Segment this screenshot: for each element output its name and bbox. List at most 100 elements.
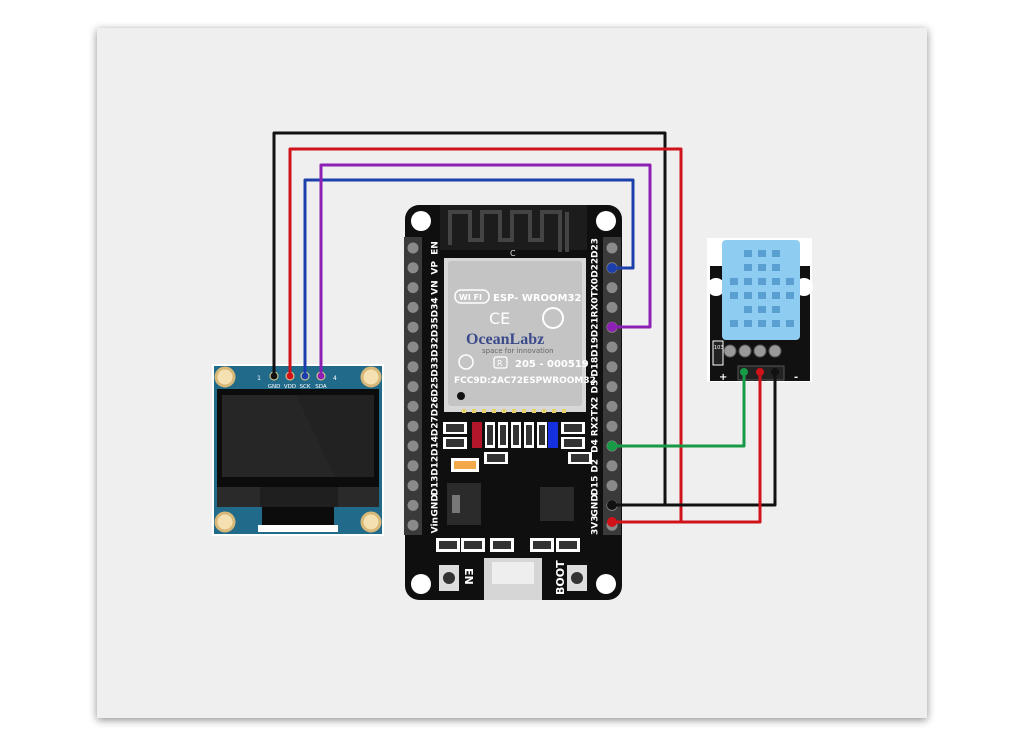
pin-label-left: D13 xyxy=(431,476,441,496)
dht-plus-label: + xyxy=(719,372,727,383)
dht-header-pin[interactable] xyxy=(738,344,752,358)
dht-header-pin[interactable] xyxy=(753,344,767,358)
dht-header-pin[interactable] xyxy=(723,344,737,358)
pin-label-right: TX2 xyxy=(591,397,601,416)
pin-right-tx0[interactable] xyxy=(606,282,618,294)
pin-label-right: 3V3 xyxy=(591,515,601,535)
pin-left-d25[interactable] xyxy=(407,381,419,393)
oled-pin-1-mark: 1 xyxy=(257,375,261,382)
esp32-board: C WI FI ESP- WROOM32 CE OceanLabz space … xyxy=(404,205,622,600)
dht-wire-end xyxy=(740,368,748,376)
registered-mark: R xyxy=(497,359,503,368)
pin-label-right: D22 xyxy=(591,258,601,278)
pin-label-right: RX0 xyxy=(591,297,601,317)
wire-dht-vcc-to-esp-3v3 xyxy=(610,370,762,524)
pin-label-right: TX0 xyxy=(591,278,601,297)
ce-mark: CE xyxy=(489,309,510,328)
fcc-id: FCC9D:2AC72ESPWROOM32 xyxy=(454,376,596,386)
usb-uart-chip xyxy=(540,487,574,521)
esp-wire-end xyxy=(607,500,617,510)
pin-label-left: D32 xyxy=(431,337,441,357)
pin-label-left: D33 xyxy=(431,357,441,377)
pin-label-right: D15 xyxy=(591,476,601,496)
pin-label-right: D21 xyxy=(591,317,601,337)
pin-label-left: D26 xyxy=(431,396,441,416)
pin-left-d12[interactable] xyxy=(407,460,419,472)
pin-right-tx2[interactable] xyxy=(606,400,618,412)
oled-pin-4-mark: 4 xyxy=(333,375,337,382)
pin-label-left: D35 xyxy=(431,317,441,337)
pin-left-vp[interactable] xyxy=(407,262,419,274)
wifi-logo-icon xyxy=(454,289,490,304)
pin-label-left: Vin xyxy=(431,517,441,533)
dht-header-pin[interactable] xyxy=(768,344,782,358)
pin-right-d19[interactable] xyxy=(606,341,618,353)
pin-label-right: D23 xyxy=(591,238,601,258)
en-button[interactable] xyxy=(439,565,459,591)
pin-left-d26[interactable] xyxy=(407,400,419,412)
espressif-logo-icon xyxy=(542,307,564,329)
pin-label-right: D18 xyxy=(591,357,601,377)
smd-components xyxy=(436,422,592,552)
pin-left-gnd[interactable] xyxy=(407,499,419,511)
pin-right-d5[interactable] xyxy=(606,381,618,393)
dht-wire-end xyxy=(756,368,764,376)
pin-left-en[interactable] xyxy=(407,242,419,254)
oled-pin-label: GND xyxy=(268,384,281,390)
pin-right-d2[interactable] xyxy=(606,460,618,472)
pin-left-d35[interactable] xyxy=(407,321,419,333)
pin-label-left: D14 xyxy=(431,436,441,456)
pin-label-right: RX2 xyxy=(591,416,601,436)
en-label: EN xyxy=(462,568,475,585)
dht-sensor-housing xyxy=(722,240,800,340)
pin-label-left: D25 xyxy=(431,377,441,397)
pin-left-d14[interactable] xyxy=(407,440,419,452)
brand-tagline: space for innovation xyxy=(482,347,554,355)
dht-minus-label: - xyxy=(794,372,798,383)
antenna-mark: C xyxy=(510,249,516,258)
wire-dht-data-to-esp-d4 xyxy=(610,370,746,448)
pin-label-right: D5 xyxy=(591,380,601,394)
pin-left-d32[interactable] xyxy=(407,341,419,353)
wire-oled-sda-to-esp-d21 xyxy=(319,163,652,378)
esp-wire-end xyxy=(607,517,617,527)
dht11-sensor-module: 103 + - xyxy=(707,238,813,383)
resistor-label: 103 xyxy=(714,345,724,351)
pin-label-right: D4 xyxy=(591,439,601,453)
wifi-logo-text: WI FI xyxy=(459,293,482,302)
boot-button[interactable] xyxy=(567,565,587,591)
pin-left-d33[interactable] xyxy=(407,361,419,373)
pin-left-vn[interactable] xyxy=(407,282,419,294)
pin-label-left: GND xyxy=(431,494,441,516)
oled-pin-label: VDD xyxy=(284,384,296,390)
pin-right-d18[interactable] xyxy=(606,361,618,373)
antenna-trace-icon xyxy=(448,210,569,252)
dht-wire-end xyxy=(771,368,779,376)
pin-right-d15[interactable] xyxy=(606,480,618,492)
wire-oled-sck-to-esp-d22 xyxy=(303,178,635,378)
esp-wire-end xyxy=(607,263,617,273)
brand-watermark: OceanLabz xyxy=(466,331,544,348)
pin-right-rx2[interactable] xyxy=(606,420,618,432)
pin-label-left: D12 xyxy=(431,456,441,476)
pin-label-left: D27 xyxy=(431,416,441,436)
wires xyxy=(272,131,779,527)
pin-left-d34[interactable] xyxy=(407,301,419,313)
pin-right-rx0[interactable] xyxy=(606,301,618,313)
pin-right-d23[interactable] xyxy=(606,242,618,254)
wire-dht-gnd-to-esp-gnd xyxy=(610,370,777,507)
module-name: ESP- WROOM32 xyxy=(493,293,581,304)
boot-label: BOOT xyxy=(554,560,567,595)
oled-pin-label: SCK xyxy=(300,384,311,390)
pin-left-vin[interactable] xyxy=(407,519,419,531)
pin-label-right: GND xyxy=(591,494,601,516)
cert-number: 205 - 000519 xyxy=(515,359,589,370)
pin-label-left: D34 xyxy=(431,297,441,317)
pin-label-right: D2 xyxy=(591,459,601,473)
pin-left-d27[interactable] xyxy=(407,420,419,432)
pin-label-left: EN xyxy=(431,241,441,255)
pin-label-right: D19 xyxy=(591,337,601,357)
pin-left-d13[interactable] xyxy=(407,480,419,492)
